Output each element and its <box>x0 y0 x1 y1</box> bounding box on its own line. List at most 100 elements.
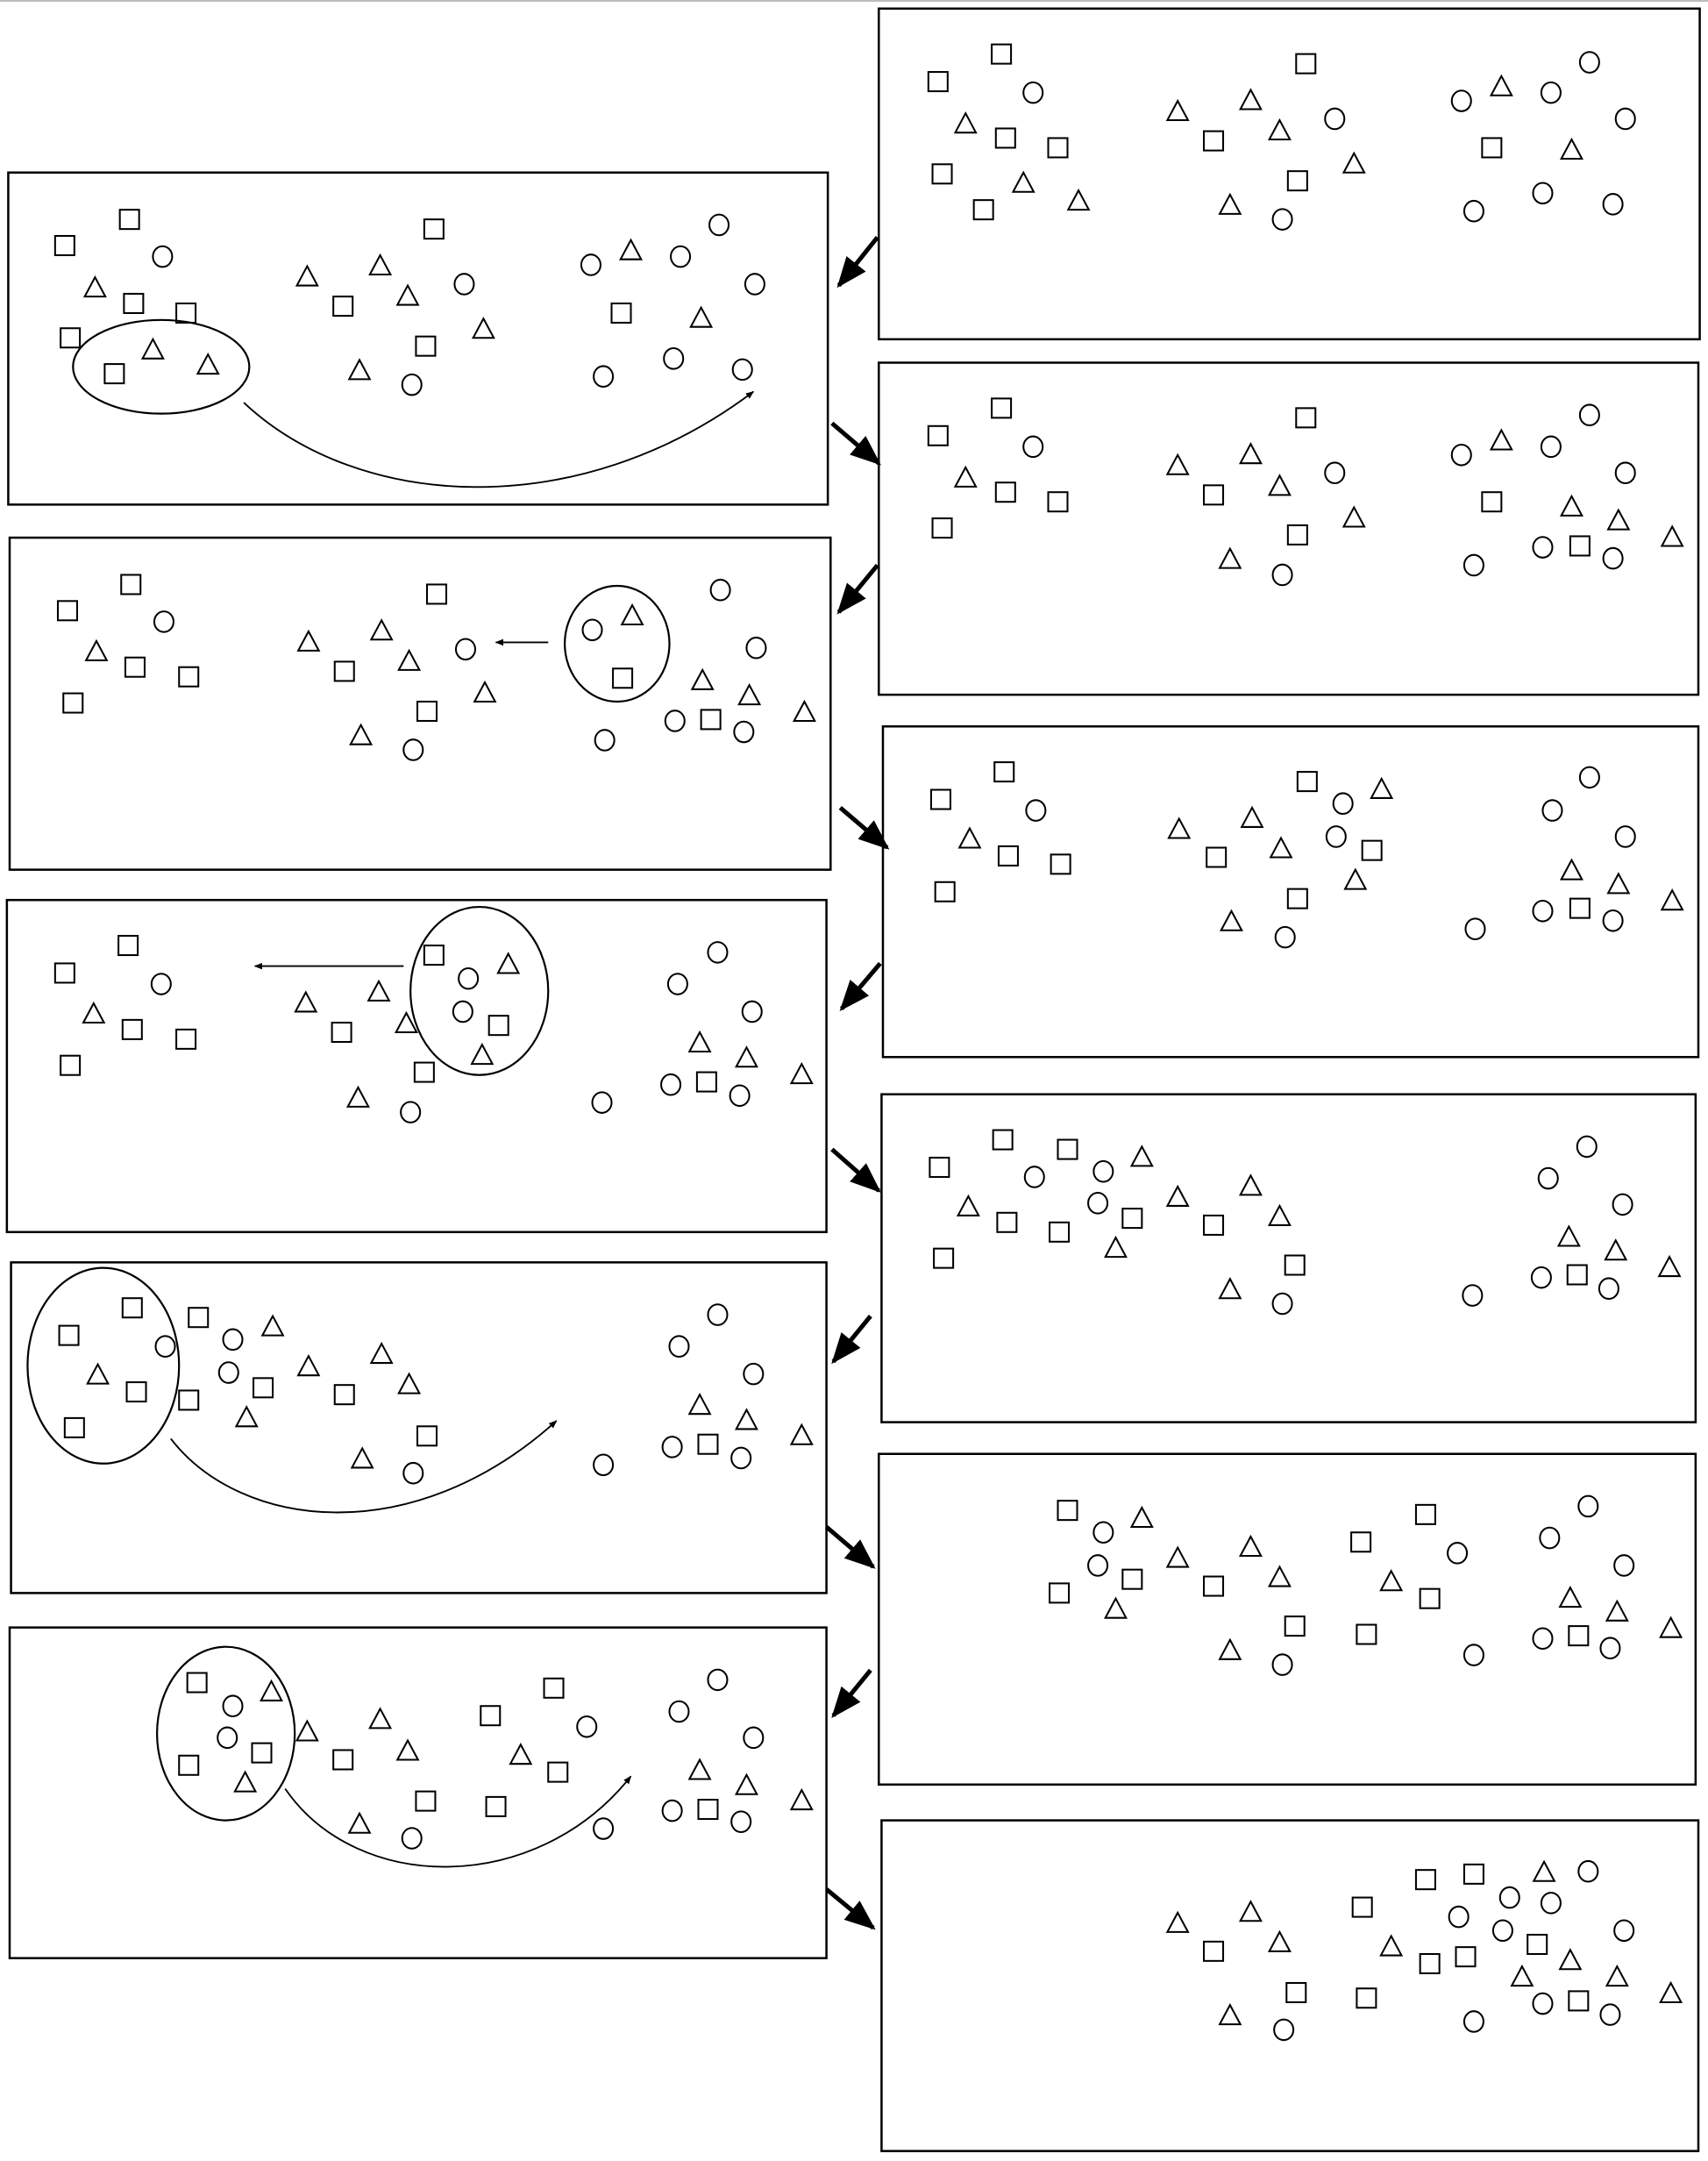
panel-r6 <box>880 1819 1700 2152</box>
triangle-mark <box>1165 1184 1190 1207</box>
square-mark <box>332 1749 354 1771</box>
square-mark <box>1414 1503 1436 1525</box>
square-mark <box>697 1799 719 1821</box>
triangle-mark <box>496 952 521 974</box>
square-mark <box>994 481 1016 503</box>
panel-l5 <box>8 1626 828 1959</box>
square-mark <box>927 71 949 93</box>
square-mark <box>991 397 1013 419</box>
flow-arrow-7 <box>831 1315 872 1365</box>
circle-mark <box>580 253 601 276</box>
circle-mark <box>152 245 174 268</box>
square-mark <box>125 1381 147 1403</box>
circle-mark <box>668 1335 690 1359</box>
circle-mark <box>1532 182 1554 205</box>
panel-r5 <box>878 1452 1697 1787</box>
circle-mark <box>594 729 616 752</box>
square-mark <box>175 1028 197 1050</box>
move-arrow-l4 <box>170 1420 558 1514</box>
circle-mark <box>707 1668 729 1692</box>
square-mark <box>62 692 84 714</box>
square-mark <box>1284 1615 1306 1637</box>
triangle-mark <box>1370 776 1394 799</box>
triangle-mark <box>1556 1224 1581 1247</box>
square-mark <box>63 1416 85 1438</box>
triangle-mark <box>395 1738 420 1761</box>
triangle-mark <box>1558 1948 1583 1971</box>
circle-mark <box>670 245 692 268</box>
square-mark <box>997 845 1019 867</box>
circle-mark <box>1325 825 1347 848</box>
circle-mark <box>154 1335 176 1359</box>
circle-mark <box>731 358 753 382</box>
triangle-mark <box>1165 98 1190 122</box>
triangle-mark <box>1269 836 1293 859</box>
triangle-mark <box>1103 1596 1128 1619</box>
circle-mark <box>661 1436 683 1458</box>
square-mark <box>1356 1987 1377 2009</box>
circle-mark <box>1022 435 1044 459</box>
circle-mark <box>1092 1521 1114 1544</box>
square-mark <box>253 1377 274 1399</box>
square-mark <box>60 327 82 349</box>
triangle-mark <box>1341 151 1366 174</box>
triangle-mark <box>471 317 495 339</box>
circle-mark <box>593 365 615 389</box>
circle-mark <box>743 1726 765 1750</box>
square-mark <box>1296 771 1318 793</box>
group-ellipse-l4 <box>26 1266 181 1465</box>
circle-mark <box>1532 1627 1554 1651</box>
square-mark <box>1350 1531 1372 1553</box>
square-mark <box>120 574 142 596</box>
group-ellipse-l1 <box>72 318 251 415</box>
circle-mark <box>1271 563 1293 587</box>
circle-mark <box>1539 1526 1561 1550</box>
square-mark <box>934 881 956 902</box>
triangle-mark <box>1238 1900 1263 1922</box>
triangle-mark <box>1165 1910 1190 1933</box>
square-mark <box>423 218 445 240</box>
panel-l3 <box>5 898 828 1234</box>
flow-arrow-6 <box>830 1147 881 1194</box>
circle-mark <box>1540 1892 1562 1915</box>
circle-mark <box>729 1084 751 1108</box>
square-mark <box>991 43 1013 65</box>
square-mark <box>927 424 949 446</box>
panel-l1 <box>7 171 829 506</box>
triangle-mark <box>1343 867 1368 890</box>
square-mark <box>423 945 445 966</box>
triangle-mark <box>789 1423 814 1445</box>
square-mark <box>1481 137 1503 159</box>
triangle-mark <box>689 305 714 328</box>
circle-mark <box>591 1091 613 1114</box>
circle-mark <box>400 1101 422 1123</box>
triangle-mark <box>737 682 762 706</box>
circle-mark <box>1273 2018 1295 2042</box>
triangle-mark <box>1240 805 1264 828</box>
triangle-mark <box>140 337 165 360</box>
group-ellipse-l2 <box>563 584 671 703</box>
triangle-mark <box>470 1042 495 1066</box>
triangle-mark <box>1606 872 1631 895</box>
square-mark <box>697 1433 719 1455</box>
circle-mark <box>666 973 688 995</box>
square-mark <box>333 660 355 682</box>
circle-mark <box>1614 107 1636 131</box>
square-mark <box>547 1761 569 1783</box>
triangle-mark <box>1558 1585 1583 1608</box>
triangle-mark <box>1238 442 1263 465</box>
triangle-mark <box>1218 1637 1242 1660</box>
triangle-mark <box>734 1408 758 1430</box>
triangle-mark <box>1559 858 1583 881</box>
circle-mark <box>1023 1166 1045 1188</box>
square-mark <box>415 335 437 357</box>
circle-mark <box>1577 1494 1599 1518</box>
square-mark <box>1203 1575 1225 1597</box>
triangle-mark <box>1218 546 1242 569</box>
circle-mark <box>576 1715 598 1738</box>
triangle-mark <box>234 1405 259 1428</box>
panel-l4 <box>10 1261 828 1594</box>
circle-mark <box>1541 799 1563 822</box>
triangle-mark <box>296 1354 321 1377</box>
circle-mark <box>664 710 686 732</box>
